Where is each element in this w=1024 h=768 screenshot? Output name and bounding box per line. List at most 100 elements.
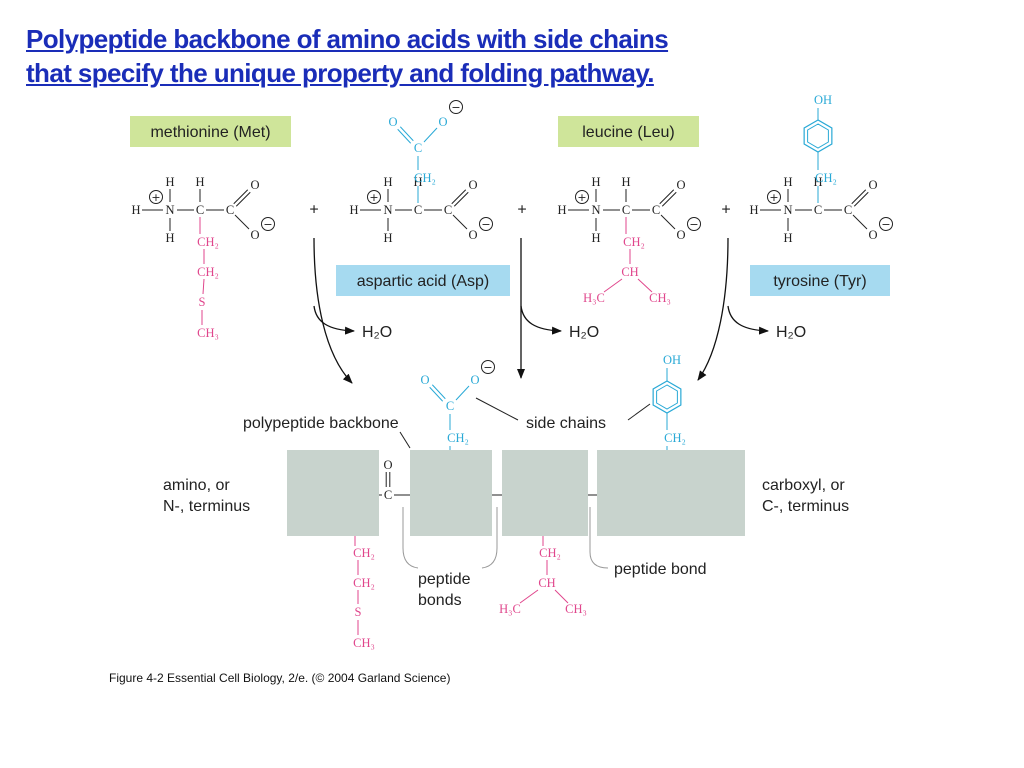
atom-c: C (226, 203, 234, 217)
label-tyrosine: tyrosine (Tyr) (773, 273, 866, 290)
title-line-1: Polypeptide backbone of amino acids with… (26, 24, 669, 54)
atom-h: H (783, 231, 792, 245)
atom-ch2: CH₂ (447, 431, 469, 445)
water-label-2: H₂O (569, 324, 599, 341)
atom-h: H (383, 231, 392, 245)
charge-sign: − (481, 218, 490, 231)
atom-ch2: CH₂ (353, 576, 375, 590)
atom-o: O (383, 458, 392, 472)
label-methionine-box (130, 116, 291, 147)
atom-c: C (444, 203, 452, 217)
atom-o: O (468, 228, 477, 242)
atom-n: N (383, 203, 392, 217)
bond-line (659, 189, 675, 205)
atom-h: H (783, 175, 792, 189)
water-release-arrow-2 (520, 305, 562, 335)
atom-ch3: CH₃ (197, 326, 219, 340)
diagram-labels: methionine (Met)aspartic acid (Asp)leuci… (109, 116, 890, 685)
bond-line (452, 214, 468, 230)
charge-sign: − (689, 218, 698, 231)
peptide-bonds-label-line2: bonds (418, 592, 462, 609)
atom-oh: OH (814, 93, 832, 107)
bond-line (399, 126, 414, 142)
atom-h: H (195, 175, 204, 189)
water-label-1: H₂O (362, 324, 392, 341)
water-release-arrow-3 (727, 305, 769, 335)
atom-h: H (749, 203, 758, 217)
charge-sign: − (263, 218, 272, 231)
side-chains-label: side chains (526, 415, 606, 432)
bond-line (851, 189, 867, 205)
n-terminus-label-line1: amino, or (163, 477, 230, 494)
atom-o: O (438, 115, 447, 129)
atom-ch3: CH₃ (649, 291, 671, 305)
atom-h: H (165, 175, 174, 189)
bond-line (661, 191, 677, 207)
bond-line (519, 589, 539, 604)
atom-h: H (131, 203, 140, 217)
atom-ch2: CH₂ (815, 171, 837, 185)
negative-charge-icon (479, 217, 493, 231)
residue-box-2 (410, 450, 492, 536)
bond-line (235, 191, 251, 207)
atom-c: C (622, 203, 630, 217)
bond-line (455, 385, 470, 401)
atom-ch3: CH₃ (353, 636, 375, 650)
label-leucine-box (558, 116, 699, 147)
atom-h: H (383, 175, 392, 189)
water-label-3: H₂O (776, 324, 806, 341)
positive-charge-icon (149, 190, 163, 204)
label-tyrosine-box (750, 265, 890, 296)
c-terminus-label-line2: C-, terminus (762, 498, 849, 515)
bond-line (660, 214, 676, 230)
atom-c: C (196, 203, 204, 217)
condensation-arrow-3 (697, 237, 729, 381)
atom-n: N (591, 203, 600, 217)
negative-charge-icon (481, 360, 495, 374)
atom-c: C (652, 203, 660, 217)
atom-ch: CH (538, 576, 555, 590)
peptide-bonds-leader (481, 507, 498, 569)
atom-ch3: CH₃ (565, 602, 587, 616)
slide-title: Polypeptide backbone of amino acids with… (26, 22, 669, 90)
bond-line (429, 386, 444, 402)
atom-ch2: CH₂ (623, 235, 645, 249)
negative-charge-icon (449, 100, 463, 114)
bond-line (852, 214, 868, 230)
atom-h: H (165, 231, 174, 245)
atom-h: H (813, 175, 822, 189)
residue-box-1 (287, 450, 379, 536)
positive-charge-icon (367, 190, 381, 204)
atom-c: C (446, 399, 454, 413)
atom-c: C (814, 203, 822, 217)
atom-h3c: H₃C (499, 602, 521, 616)
bond-line (603, 278, 623, 293)
atom-h: H (621, 175, 630, 189)
plus-sign: + (309, 202, 318, 219)
benzene-ring-inner (656, 384, 678, 410)
atom-h: H (349, 203, 358, 217)
charge-sign: + (769, 191, 778, 204)
bond-line (554, 589, 569, 604)
charge-sign: + (369, 191, 378, 204)
peptide-bond-leader (589, 507, 609, 569)
atom-ch2: CH₂ (197, 235, 219, 249)
figure-caption: Figure 4-2 Essential Cell Biology, 2/e. … (109, 671, 450, 685)
negative-charge-icon (687, 217, 701, 231)
positive-charge-icon (767, 190, 781, 204)
atom-o: O (676, 178, 685, 192)
bond-line (627, 403, 651, 421)
peptide-bond-label: peptide bond (614, 561, 707, 578)
label-methionine: methionine (Met) (150, 124, 270, 141)
atom-o: O (868, 178, 877, 192)
charge-sign: − (483, 361, 492, 374)
atom-ch2: CH₂ (414, 171, 436, 185)
atom-o: O (468, 178, 477, 192)
plus-sign: + (721, 202, 730, 219)
benzene-ring-inner (807, 123, 829, 149)
c-terminus-label-line1: carboxyl, or (762, 477, 845, 494)
atom-h: H (591, 175, 600, 189)
residue-box-3 (502, 450, 588, 536)
